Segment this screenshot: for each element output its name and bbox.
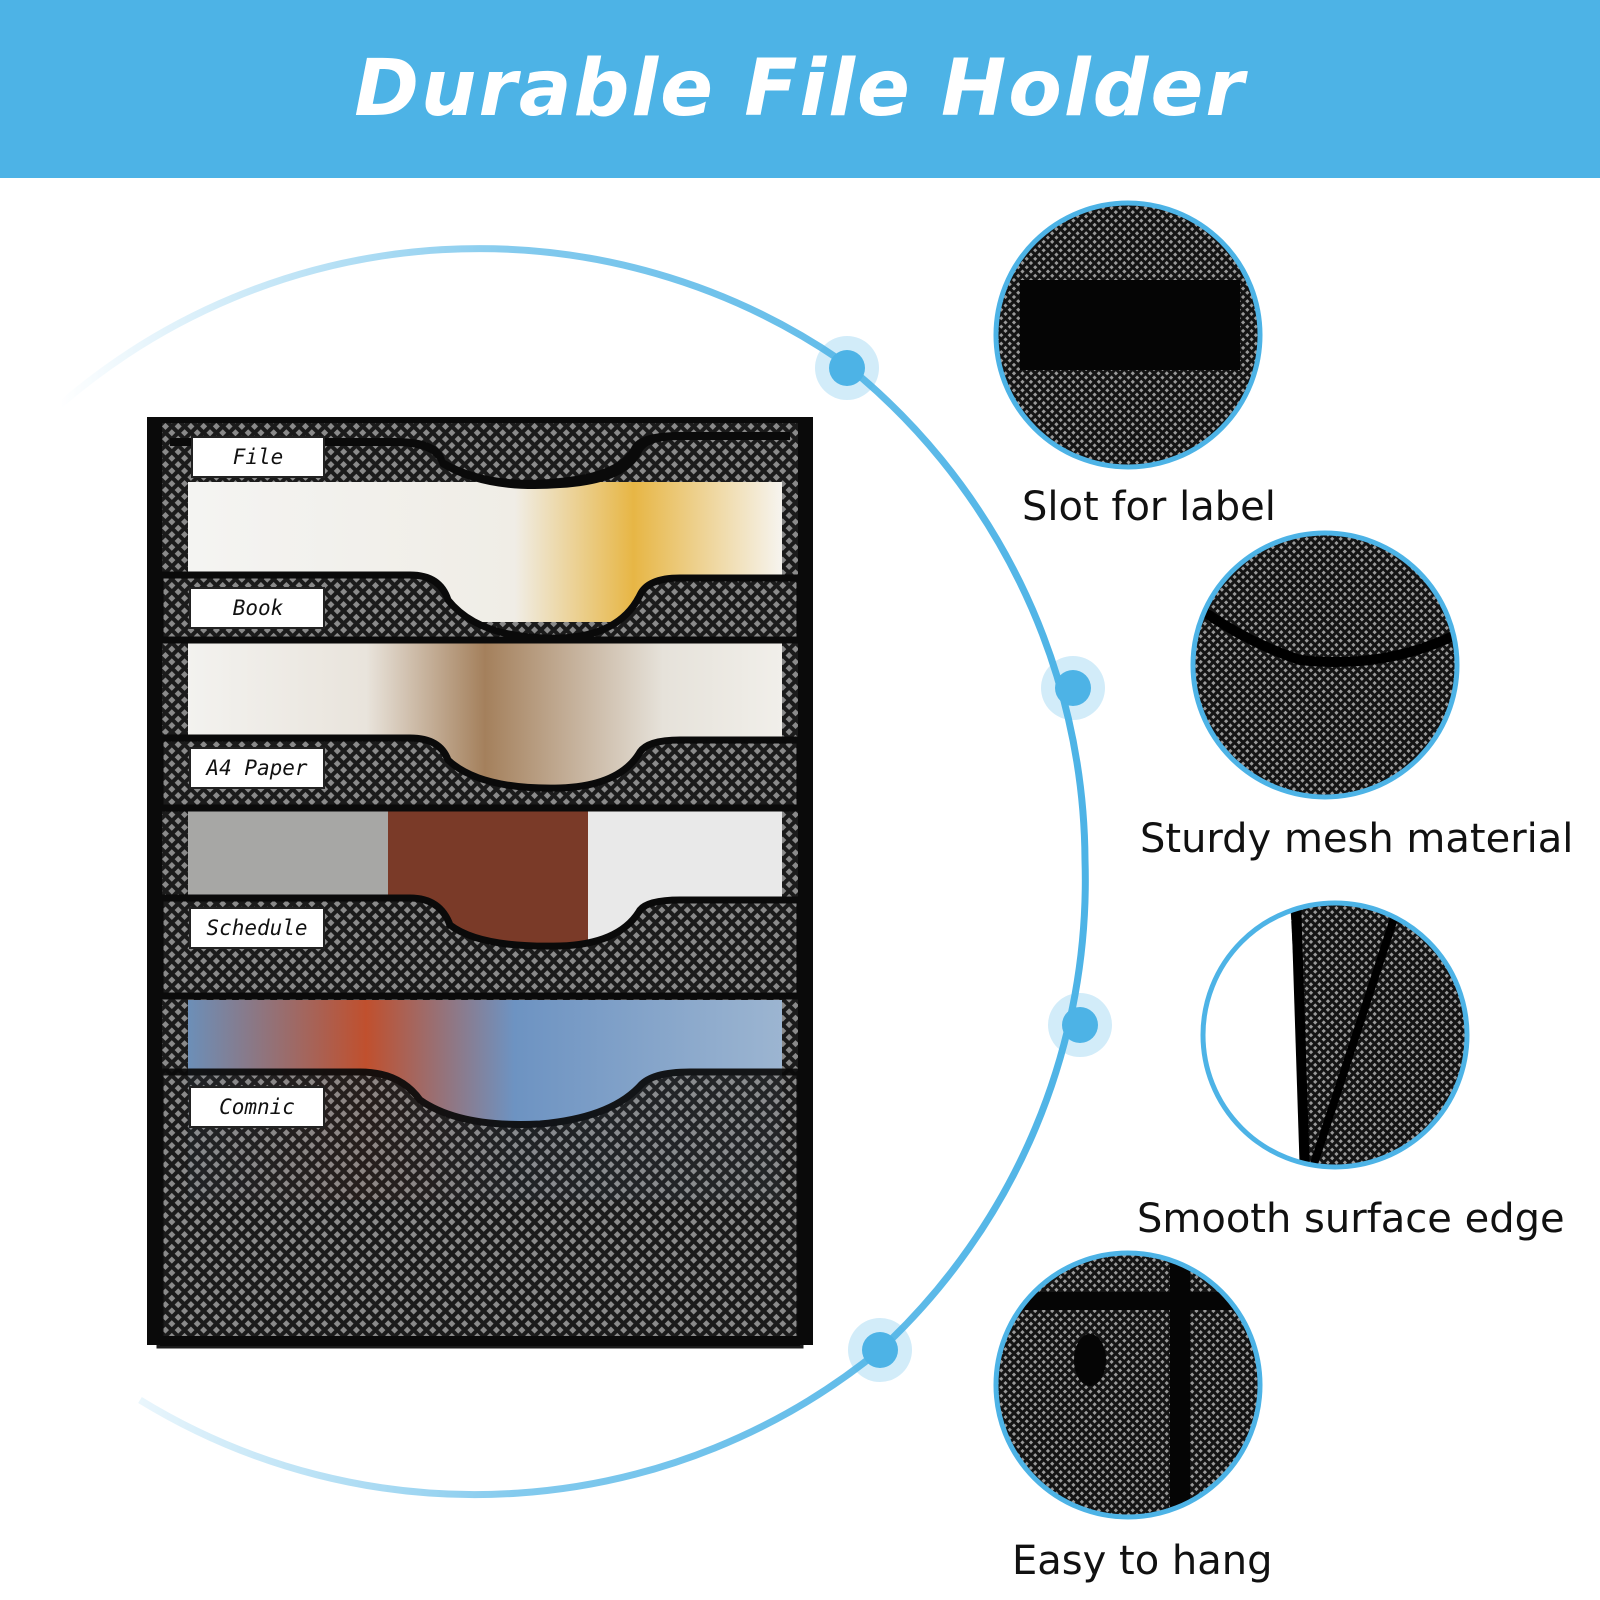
arc-dot <box>1055 670 1091 706</box>
label-slot-book: Book <box>189 587 325 629</box>
feature-closeup-edge <box>1200 900 1470 1170</box>
label-slot-schedule: Schedule <box>189 907 325 949</box>
file-holder-product: File Book A4 Paper Schedule Comnic <box>147 417 813 1349</box>
arc-dot <box>1062 1007 1098 1043</box>
label-slot-a4-paper: A4 Paper <box>189 747 325 789</box>
label-slot-comnic: Comnic <box>189 1086 325 1128</box>
feature-closeup-label-slot <box>993 200 1263 470</box>
arc-dot <box>829 350 865 386</box>
feature-label-easy-to-hang: Easy to hang <box>1012 1538 1273 1584</box>
title-banner: Durable File Holder <box>0 0 1600 178</box>
slot-label: Schedule <box>206 916 307 940</box>
feature-label-smooth-edge: Smooth surface edge <box>1137 1196 1565 1242</box>
label-slot-file: File <box>191 436 325 478</box>
slot-label: Book <box>233 596 284 620</box>
tier-front-5 <box>156 1068 804 1349</box>
page-title: Durable File Holder <box>354 44 1246 134</box>
slot-label: Comnic <box>219 1095 295 1119</box>
decorative-arc <box>57 245 1089 1499</box>
arc-dots <box>815 336 1112 1382</box>
feature-closeup-hang <box>993 1250 1263 1520</box>
slot-label: File <box>233 445 284 469</box>
feature-closeup-mesh <box>1190 530 1460 800</box>
feature-label-sturdy-mesh: Sturdy mesh material <box>1140 816 1574 862</box>
slot-label: A4 Paper <box>204 756 308 780</box>
feature-label-slot-for-label: Slot for label <box>1022 484 1276 530</box>
tier-front-1 <box>170 432 790 490</box>
product-illustration: File Book A4 Paper Schedule Comnic <box>57 200 1470 1520</box>
arc-dot <box>862 1332 898 1368</box>
